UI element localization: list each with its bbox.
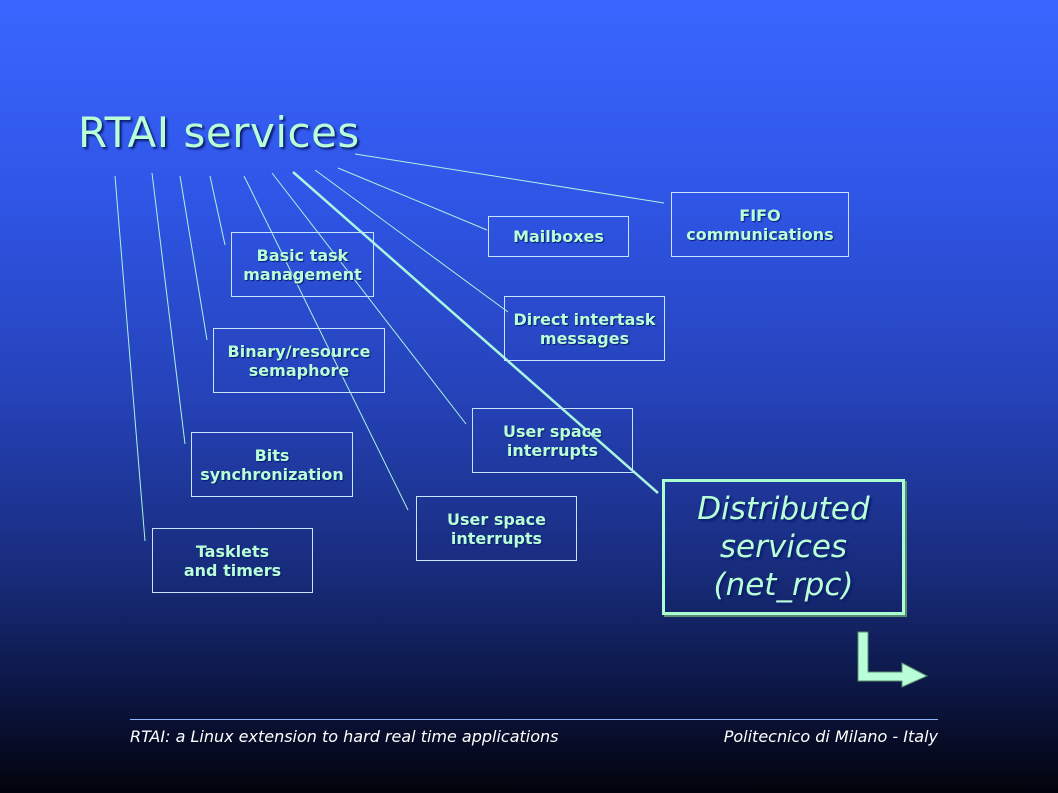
box-mailboxes: Mailboxes <box>488 216 629 257</box>
connector-semaphore <box>179 175 208 341</box>
box-label: User space interrupts <box>447 509 546 548</box>
box-user-space-interrupts-2: User space interrupts <box>416 496 577 561</box>
connector-bits <box>151 172 186 445</box>
box-fifo-communications: FIFO communications <box>671 192 849 257</box>
box-basic-task-management: Basic task management <box>231 232 374 297</box>
box-binary-resource-semaphore: Binary/resource semaphore <box>213 328 385 393</box>
connector-user-interrupts-1 <box>271 172 467 425</box>
slide-title: RTAI services <box>78 108 360 157</box>
box-label: FIFO communications <box>686 205 834 244</box>
connector-distributed <box>292 171 659 494</box>
box-label: Basic task management <box>243 245 362 284</box>
box-label: User space interrupts <box>503 421 602 460</box>
box-label: Direct intertask messages <box>513 309 656 348</box>
connector-fifo <box>354 153 665 204</box>
box-label: Tasklets and timers <box>183 541 282 580</box>
box-tasklets-and-timers: Tasklets and timers <box>152 528 313 593</box>
footer-divider <box>130 719 938 720</box>
box-distributed-services: Distributed services (net_rpc) <box>662 479 905 615</box>
connector-user-interrupts-2 <box>243 175 409 511</box>
connector-mailboxes <box>337 167 488 231</box>
box-label: Binary/resource semaphore <box>227 341 371 380</box>
box-bits-synchronization: Bits synchronization <box>191 432 353 497</box>
box-label: Mailboxes <box>513 227 604 246</box>
connector-basic-task <box>209 175 226 246</box>
connector-direct-messages <box>314 169 509 313</box>
connector-tasklets <box>114 175 146 542</box>
footer-right: Politecnico di Milano - Italy <box>723 727 938 746</box>
next-arrow-icon[interactable] <box>855 630 930 688</box>
box-label: Bits synchronization <box>200 445 344 484</box>
highlight-label: Distributed services (net_rpc) <box>697 491 870 603</box>
box-user-space-interrupts-1: User space interrupts <box>472 408 633 473</box>
box-direct-intertask-messages: Direct intertask messages <box>504 296 665 361</box>
footer-left: RTAI: a Linux extension to hard real tim… <box>130 727 559 746</box>
